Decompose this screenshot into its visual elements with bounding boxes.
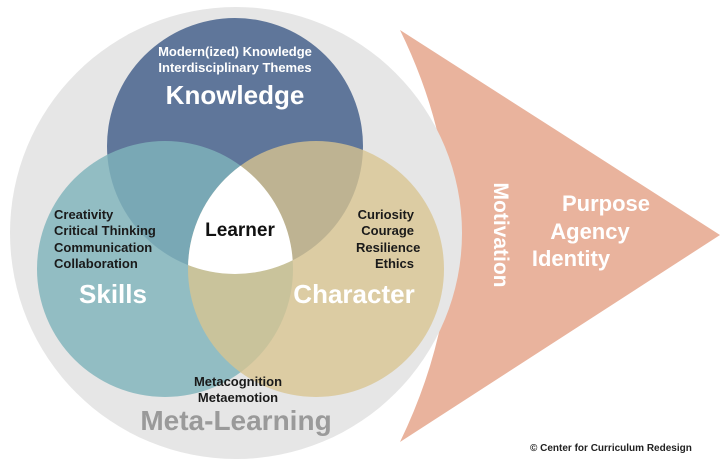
meta-item: Metaemotion xyxy=(197,390,279,406)
character-items: Curiosity Courage Resilience Ethics xyxy=(356,207,421,272)
character-title: Character xyxy=(293,279,415,309)
meta-item: Metacognition xyxy=(193,374,283,389)
knowledge-item: Interdisciplinary Themes xyxy=(158,60,312,76)
meta-items: Metacognition Metaemotion xyxy=(194,374,282,407)
knowledge-item: Modern(ized) Knowledge xyxy=(158,44,312,59)
learner-label: Learner xyxy=(205,220,275,241)
meta-learning-title: Meta-Learning xyxy=(140,405,332,436)
copyright: © Center for Curriculum Redesign xyxy=(530,443,692,454)
motivation-arrow xyxy=(400,30,720,442)
skills-item: Critical Thinking xyxy=(54,223,156,239)
learner-center xyxy=(188,141,293,274)
skills-item: Collaboration xyxy=(54,255,138,271)
skills-item: Communication xyxy=(54,239,153,255)
motivation-item: Agency xyxy=(550,218,630,244)
skills-title: Skills xyxy=(79,279,147,309)
motivation-label: Motivation xyxy=(489,182,512,288)
motivation-item: Identity xyxy=(531,246,611,271)
character-item: Courage xyxy=(361,223,414,239)
character-item: Curiosity xyxy=(357,207,414,222)
character-item: Resilience xyxy=(356,239,421,255)
skills-items: Creativity Critical Thinking Communicati… xyxy=(54,207,156,272)
motivation-item: Purpose xyxy=(561,191,651,216)
motivation-items: Purpose Agency Identity xyxy=(526,190,650,273)
knowledge-items: Modern(ized) Knowledge Interdisciplinary… xyxy=(158,44,312,77)
character-item: Ethics xyxy=(374,255,414,271)
knowledge-title: Knowledge xyxy=(165,80,305,110)
skills-item: Creativity xyxy=(54,207,114,222)
